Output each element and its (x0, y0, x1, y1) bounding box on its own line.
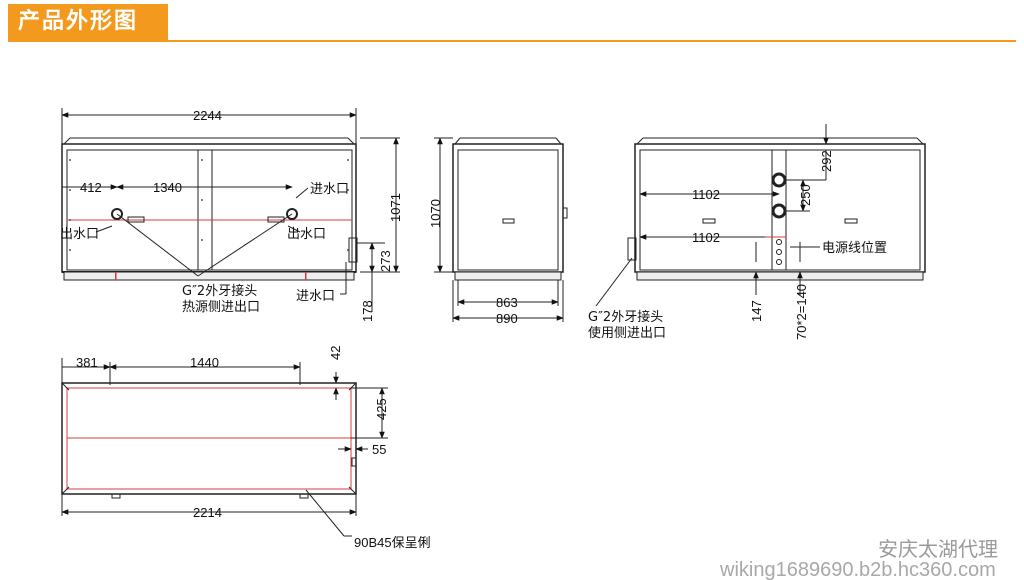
outlet-port-left (111, 208, 123, 220)
dim-top-left-offset: 381 (76, 355, 98, 370)
dim-front-low-height: 178 (360, 300, 375, 322)
label-outlet-left: 出水口 (60, 227, 99, 242)
label-outlet-right: 出水口 (287, 227, 326, 242)
dim-front-pipe-height: 273 (378, 250, 393, 272)
label-connector-heat: G″2外牙接头 (182, 283, 257, 299)
top-view (61, 358, 388, 537)
dim-top-side-gap: 55 (372, 442, 386, 457)
dim-rear-lower: 1102 (692, 230, 720, 245)
front-outer-frame (61, 143, 357, 273)
dim-front-height: 1071 (388, 193, 403, 222)
dim-front-width: 2244 (193, 108, 222, 123)
front-view (61, 108, 400, 312)
dim-top-span: 1440 (190, 355, 219, 370)
label-connector-use: G″2外牙接头 (588, 309, 663, 325)
dim-top-gap: 42 (328, 346, 343, 360)
dim-side-inner-width: 863 (496, 295, 518, 310)
label-rail: 90B45保呈俐 (354, 535, 431, 550)
watermark-line1: 安庆太湖代理 (878, 537, 998, 561)
outlet-port-right (286, 208, 298, 220)
front-slot-left (127, 216, 145, 223)
dim-side-height: 1070 (428, 199, 443, 228)
dim-top-half-depth: 425 (374, 398, 389, 420)
header: 产品外形图 (0, 0, 1024, 44)
label-connector-use-sub: 使用侧进出口 (588, 325, 666, 341)
dim-rear-bottom: 147 (749, 300, 764, 322)
dim-rear-spacing: 250 (798, 184, 813, 206)
dim-front-inlet-spacing: 1340 (153, 180, 182, 195)
dim-top-width: 2214 (193, 505, 222, 520)
section-title: 产品外形图 (8, 4, 168, 40)
header-divider (8, 40, 1016, 42)
dim-rear-power: 70*2=140 (794, 284, 809, 340)
label-inlet-top: 进水口 (310, 182, 349, 197)
label-power-position: 电源线位置 (822, 241, 887, 256)
label-connector-heat-sub: 热源侧进出口 (182, 300, 260, 315)
side-view (434, 137, 568, 322)
dim-rear-upper: 1102 (692, 187, 720, 202)
watermark-line2: wiking1689690.b2b.hc360.com (719, 559, 996, 580)
front-inner-panel (66, 149, 353, 271)
label-inlet-bottom: 进水口 (296, 289, 335, 304)
dim-side-outer-width: 890 (496, 311, 518, 326)
dim-rear-top: 292 (819, 150, 834, 172)
rear-view (595, 124, 926, 307)
dim-front-left-offset: 412 (80, 180, 102, 195)
